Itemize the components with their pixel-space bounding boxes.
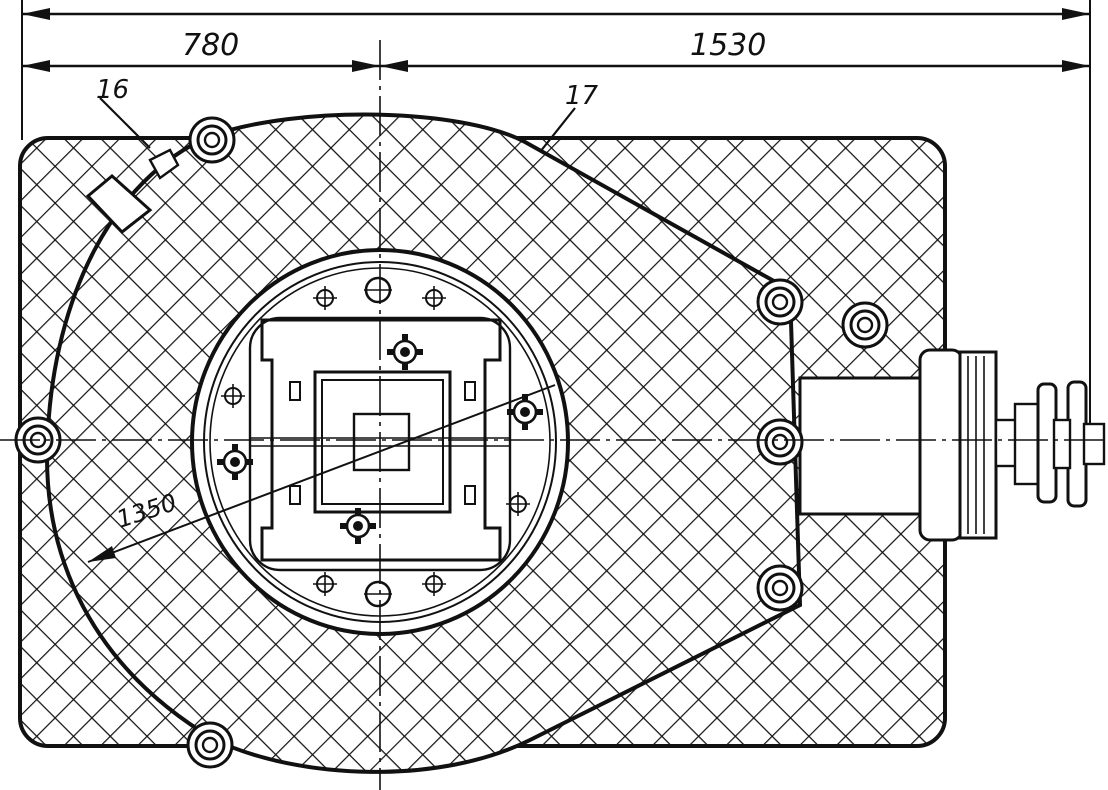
fixture-hole [313, 286, 337, 310]
radius-dimension [87, 384, 556, 563]
drive-shaft-assembly [798, 348, 1106, 542]
lug-16 [85, 97, 180, 235]
center-lines [0, 40, 1108, 790]
bolt [841, 301, 889, 349]
callout-17-label: 17 [565, 81, 599, 111]
fixture-hole [221, 384, 245, 408]
table-fixture-holes [217, 276, 543, 608]
bolt [186, 721, 234, 769]
dimension-1530-label: 1530 [690, 28, 766, 63]
dimension-780-label: 780 [182, 28, 239, 63]
fixture-hole [422, 286, 446, 310]
bolt [756, 564, 804, 612]
bolt [756, 418, 804, 466]
dowel-hole [364, 580, 392, 608]
clamp-stud [340, 508, 376, 544]
callout-17-leader [539, 107, 576, 153]
dimension-lines [21, 0, 1091, 440]
fixture-hole [313, 572, 337, 596]
fixture-hole [422, 572, 446, 596]
bolt [188, 116, 236, 164]
clamp-stud [217, 444, 253, 480]
clamp-stud [507, 394, 543, 430]
mounting-bolts [14, 116, 889, 769]
fixture-hole [506, 492, 530, 516]
clamp-stud [387, 334, 423, 370]
callout-16-label: 16 [96, 75, 129, 105]
dowel-hole [364, 276, 392, 304]
bolt [756, 278, 804, 326]
